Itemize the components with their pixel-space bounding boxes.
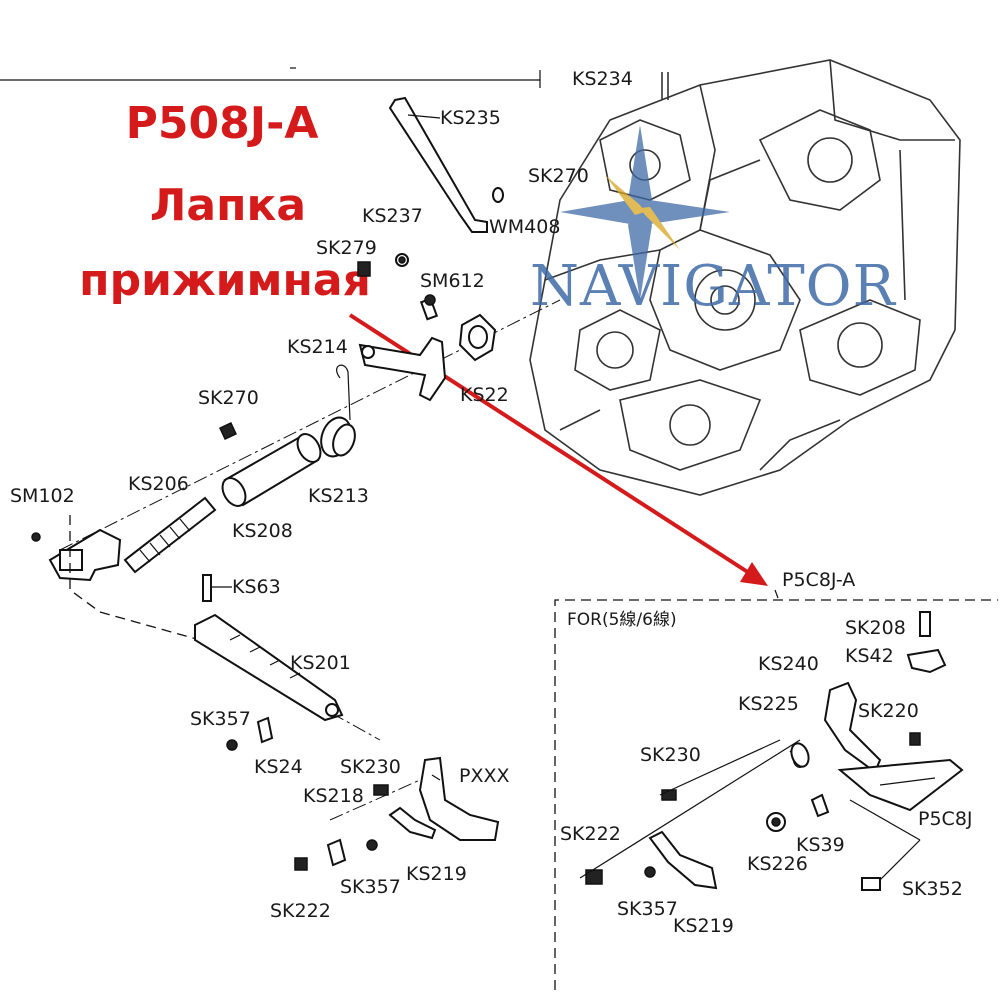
inset-ks219 bbox=[648, 830, 718, 890]
label-ks201: KS201 bbox=[290, 652, 351, 674]
inset-sk222-screw bbox=[585, 869, 603, 885]
part-sm102-pin bbox=[31, 532, 41, 542]
part-sk222-left bbox=[294, 857, 308, 871]
label-sm612: SM612 bbox=[420, 270, 485, 292]
inset-sk220-screw bbox=[909, 732, 921, 746]
machine-body-drawing bbox=[529, 59, 961, 496]
part-ks24-clip bbox=[256, 716, 274, 744]
label-ks234: KS234 bbox=[572, 68, 633, 90]
inset-frame bbox=[554, 599, 998, 990]
inset-label-ks240: KS240 bbox=[758, 653, 819, 675]
inset-label-sk220: SK220 bbox=[858, 700, 919, 722]
inset-label-sk357: SK357 bbox=[617, 898, 678, 920]
part-sk270-screw bbox=[219, 422, 237, 440]
inset-label-sk352: SK352 bbox=[902, 878, 963, 900]
inset-sk230-screw bbox=[661, 789, 677, 801]
inset-label-sk208: SK208 bbox=[845, 617, 906, 639]
label-sm102: SM102 bbox=[10, 485, 75, 507]
inset-label-sk230: SK230 bbox=[640, 744, 701, 766]
inset-ks240-arm bbox=[823, 681, 882, 774]
inset-ks42-plate bbox=[906, 648, 947, 674]
inset-label-ks39: KS39 bbox=[796, 834, 845, 856]
inset-title-leader bbox=[774, 589, 779, 599]
inset-p5c8j-foot bbox=[837, 758, 964, 812]
inset-ks226-ring bbox=[766, 812, 786, 832]
label-sk357-left: SK357 bbox=[190, 708, 251, 730]
model-code-title: P508J-A bbox=[126, 98, 319, 149]
inset-labels: P5C8J-A FOR(5線/6線) SK208 KS42 KS240 KS22… bbox=[560, 569, 973, 937]
label-ks218: KS218 bbox=[303, 785, 364, 807]
inset-sk208-screw bbox=[919, 611, 931, 637]
part-sk357-bottom bbox=[366, 839, 378, 851]
label-ks237: KS237 bbox=[362, 205, 423, 227]
inset-ks39-clip bbox=[810, 793, 830, 818]
part-sk357-screw bbox=[226, 739, 238, 751]
label-ks206: KS206 bbox=[128, 473, 189, 495]
part-ks235-lever bbox=[388, 96, 488, 233]
compass-icon bbox=[560, 125, 730, 300]
label-sk270-mid: SK270 bbox=[198, 387, 259, 409]
part-spring-wire bbox=[336, 364, 351, 421]
label-sk270-top: SK270 bbox=[528, 165, 589, 187]
inset-sk352-pin bbox=[861, 877, 881, 891]
inset-title: P5C8J-A bbox=[782, 569, 855, 591]
inset-guide-lines bbox=[579, 739, 921, 881]
part-ks219-left bbox=[388, 806, 437, 840]
part-ks63-pin bbox=[202, 574, 232, 602]
label-ks22: KS22 bbox=[460, 384, 509, 406]
part-labels: KS234 KS235 SK270 WM408 KS237 SK279 SM61… bbox=[10, 68, 633, 922]
part-wm408-ring bbox=[492, 187, 504, 203]
inset-label-ks42: KS42 bbox=[845, 645, 894, 667]
watermark-text: NAVIGATOR bbox=[530, 254, 897, 319]
part-ks237 bbox=[395, 253, 409, 267]
label-ks213: KS213 bbox=[308, 485, 369, 507]
label-ks63: KS63 bbox=[232, 576, 281, 598]
label-ks208: KS208 bbox=[232, 520, 293, 542]
part-ks22-clamp bbox=[458, 313, 497, 362]
part-ks213-ring bbox=[320, 416, 356, 458]
label-wm408: WM408 bbox=[489, 216, 560, 238]
part-bracket-block bbox=[48, 515, 201, 641]
title-line-3: прижимная bbox=[79, 255, 371, 306]
inset-ks225-spring bbox=[789, 742, 810, 768]
part-ks218 bbox=[326, 838, 347, 867]
inset-label-ks219: KS219 bbox=[673, 915, 734, 937]
label-sk357-bottom: SK357 bbox=[340, 876, 401, 898]
part-ks208-tube bbox=[221, 433, 322, 507]
label-sk230-left: SK230 bbox=[340, 756, 401, 778]
part-ks214-arm bbox=[358, 336, 447, 402]
label-pxxx: PXXX bbox=[459, 765, 510, 787]
label-sk279: SK279 bbox=[316, 237, 377, 259]
part-sm612-screw bbox=[419, 294, 439, 321]
label-sk222-left: SK222 bbox=[270, 900, 331, 922]
inset-label-ks225: KS225 bbox=[738, 693, 799, 715]
part-ks201-bar bbox=[194, 613, 344, 722]
label-ks235: KS235 bbox=[440, 107, 501, 129]
label-ks24: KS24 bbox=[254, 756, 303, 778]
part-sk230-screw bbox=[373, 784, 389, 796]
inset-label-p5c8j: P5C8J bbox=[918, 808, 973, 830]
inset-for-label: FOR(5線/6線) bbox=[567, 610, 677, 630]
part-pxxx-presser-foot bbox=[418, 756, 500, 841]
part-ks206-shaft bbox=[123, 496, 217, 574]
frame-top bbox=[0, 67, 541, 88]
inset-label-ks226: KS226 bbox=[747, 853, 808, 875]
label-ks214: KS214 bbox=[287, 336, 348, 358]
title-line-2: Лапка bbox=[150, 180, 306, 231]
part-sk279 bbox=[357, 261, 371, 277]
label-ks219-left: KS219 bbox=[406, 863, 467, 885]
inset-label-sk222: SK222 bbox=[560, 823, 621, 845]
inset-sk357-screw bbox=[644, 866, 656, 878]
